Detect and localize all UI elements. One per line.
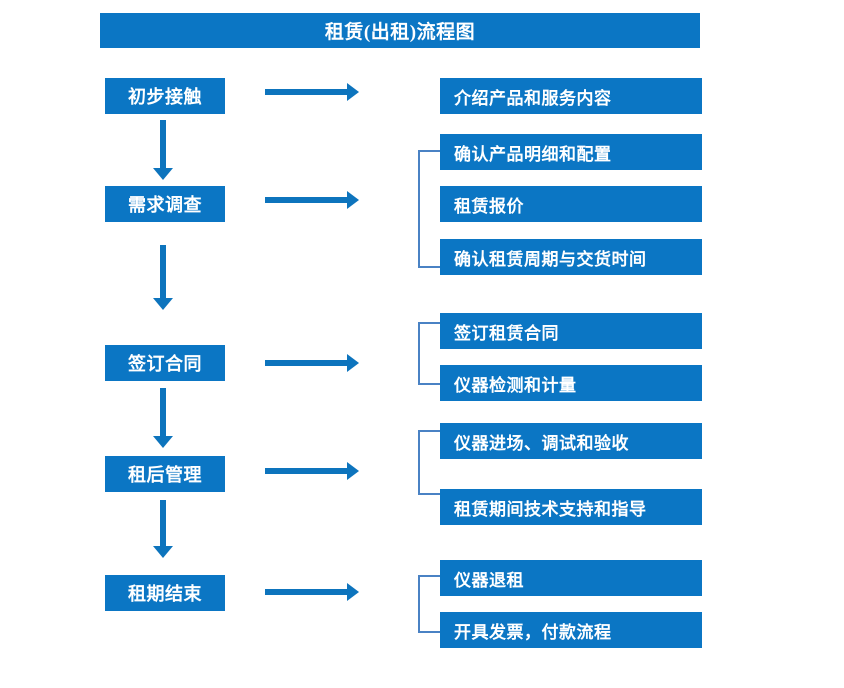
arrow-stage-1-to-2 [153, 120, 173, 180]
detail-box-5[interactable]: 签订租赁合同 [440, 313, 702, 349]
arrow-to-details-2 [265, 191, 359, 209]
stage-box-2[interactable]: 需求调查 [105, 186, 225, 222]
detail-box-4[interactable]: 确认租赁周期与交货时间 [440, 239, 702, 275]
arrow-shaft [160, 245, 166, 298]
group-bracket-4 [418, 430, 440, 495]
stage-box-3[interactable]: 签订合同 [105, 345, 225, 381]
arrow-to-details-1 [265, 83, 359, 101]
detail-box-1[interactable]: 介绍产品和服务内容 [440, 78, 702, 114]
diagram-title: 租赁(出租)流程图 [100, 13, 700, 48]
arrow-stage-2-to-3 [153, 245, 173, 310]
arrow-to-details-5 [265, 583, 359, 601]
arrow-shaft [160, 120, 166, 168]
arrow-shaft [265, 468, 349, 474]
arrow-head [153, 546, 173, 558]
detail-box-7[interactable]: 仪器进场、调试和验收 [440, 423, 702, 459]
detail-box-9[interactable]: 仪器退租 [440, 560, 702, 596]
arrow-head [153, 436, 173, 448]
arrow-head [153, 168, 173, 180]
detail-box-10[interactable]: 开具发票，付款流程 [440, 612, 702, 648]
arrow-head [347, 583, 359, 601]
arrow-head [153, 298, 173, 310]
stage-box-4[interactable]: 租后管理 [105, 456, 225, 492]
detail-box-3[interactable]: 租赁报价 [440, 186, 702, 222]
arrow-stage-3-to-4 [153, 388, 173, 448]
arrow-head [347, 354, 359, 372]
arrow-to-details-4 [265, 462, 359, 480]
arrow-shaft [265, 197, 349, 203]
arrow-to-details-3 [265, 354, 359, 372]
group-bracket-2 [418, 150, 440, 268]
arrow-head [347, 462, 359, 480]
arrow-shaft [265, 589, 349, 595]
arrow-head [347, 191, 359, 209]
arrow-head [347, 83, 359, 101]
arrow-shaft [160, 500, 166, 546]
arrow-shaft [265, 89, 349, 95]
arrow-shaft [265, 360, 349, 366]
detail-box-6[interactable]: 仪器检测和计量 [440, 365, 702, 401]
detail-box-2[interactable]: 确认产品明细和配置 [440, 134, 702, 170]
detail-box-8[interactable]: 租赁期间技术支持和指导 [440, 489, 702, 525]
group-bracket-3 [418, 322, 440, 385]
stage-box-5[interactable]: 租期结束 [105, 575, 225, 611]
stage-box-1[interactable]: 初步接触 [105, 78, 225, 114]
group-bracket-5 [418, 575, 440, 633]
arrow-stage-4-to-5 [153, 500, 173, 558]
arrow-shaft [160, 388, 166, 436]
